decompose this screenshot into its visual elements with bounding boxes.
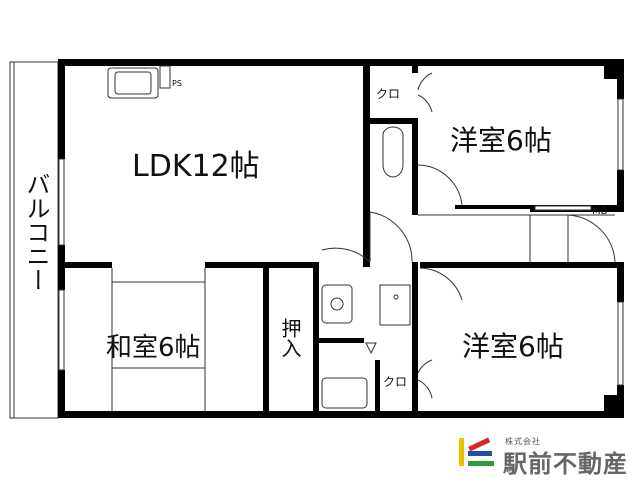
closet-1-label: クロ bbox=[376, 87, 400, 101]
mb-label: MB bbox=[592, 206, 608, 217]
ps-label: PS bbox=[172, 79, 182, 88]
oshiire-label: 押入 bbox=[278, 318, 302, 358]
logo-mark-icon bbox=[459, 437, 494, 466]
balcony bbox=[9, 61, 59, 419]
balcony-label: バルコニー bbox=[22, 172, 50, 292]
fixtures bbox=[107, 65, 616, 411]
walls bbox=[58, 59, 624, 418]
windows bbox=[58, 98, 624, 386]
western-room-2-label: 洋室6帖 bbox=[462, 330, 564, 363]
ldk-label: LDK12帖 bbox=[132, 149, 260, 184]
company-type: 株式会社 bbox=[505, 437, 541, 446]
company-name: 駅前不動産 bbox=[503, 450, 628, 478]
japanese-room-label: 和室6帖 bbox=[106, 333, 201, 363]
company-logo: 株式会社 駅前不動産 bbox=[455, 428, 635, 478]
closet-2-label: クロ bbox=[383, 375, 407, 389]
western-room-1-label: 洋室6帖 bbox=[450, 124, 552, 157]
